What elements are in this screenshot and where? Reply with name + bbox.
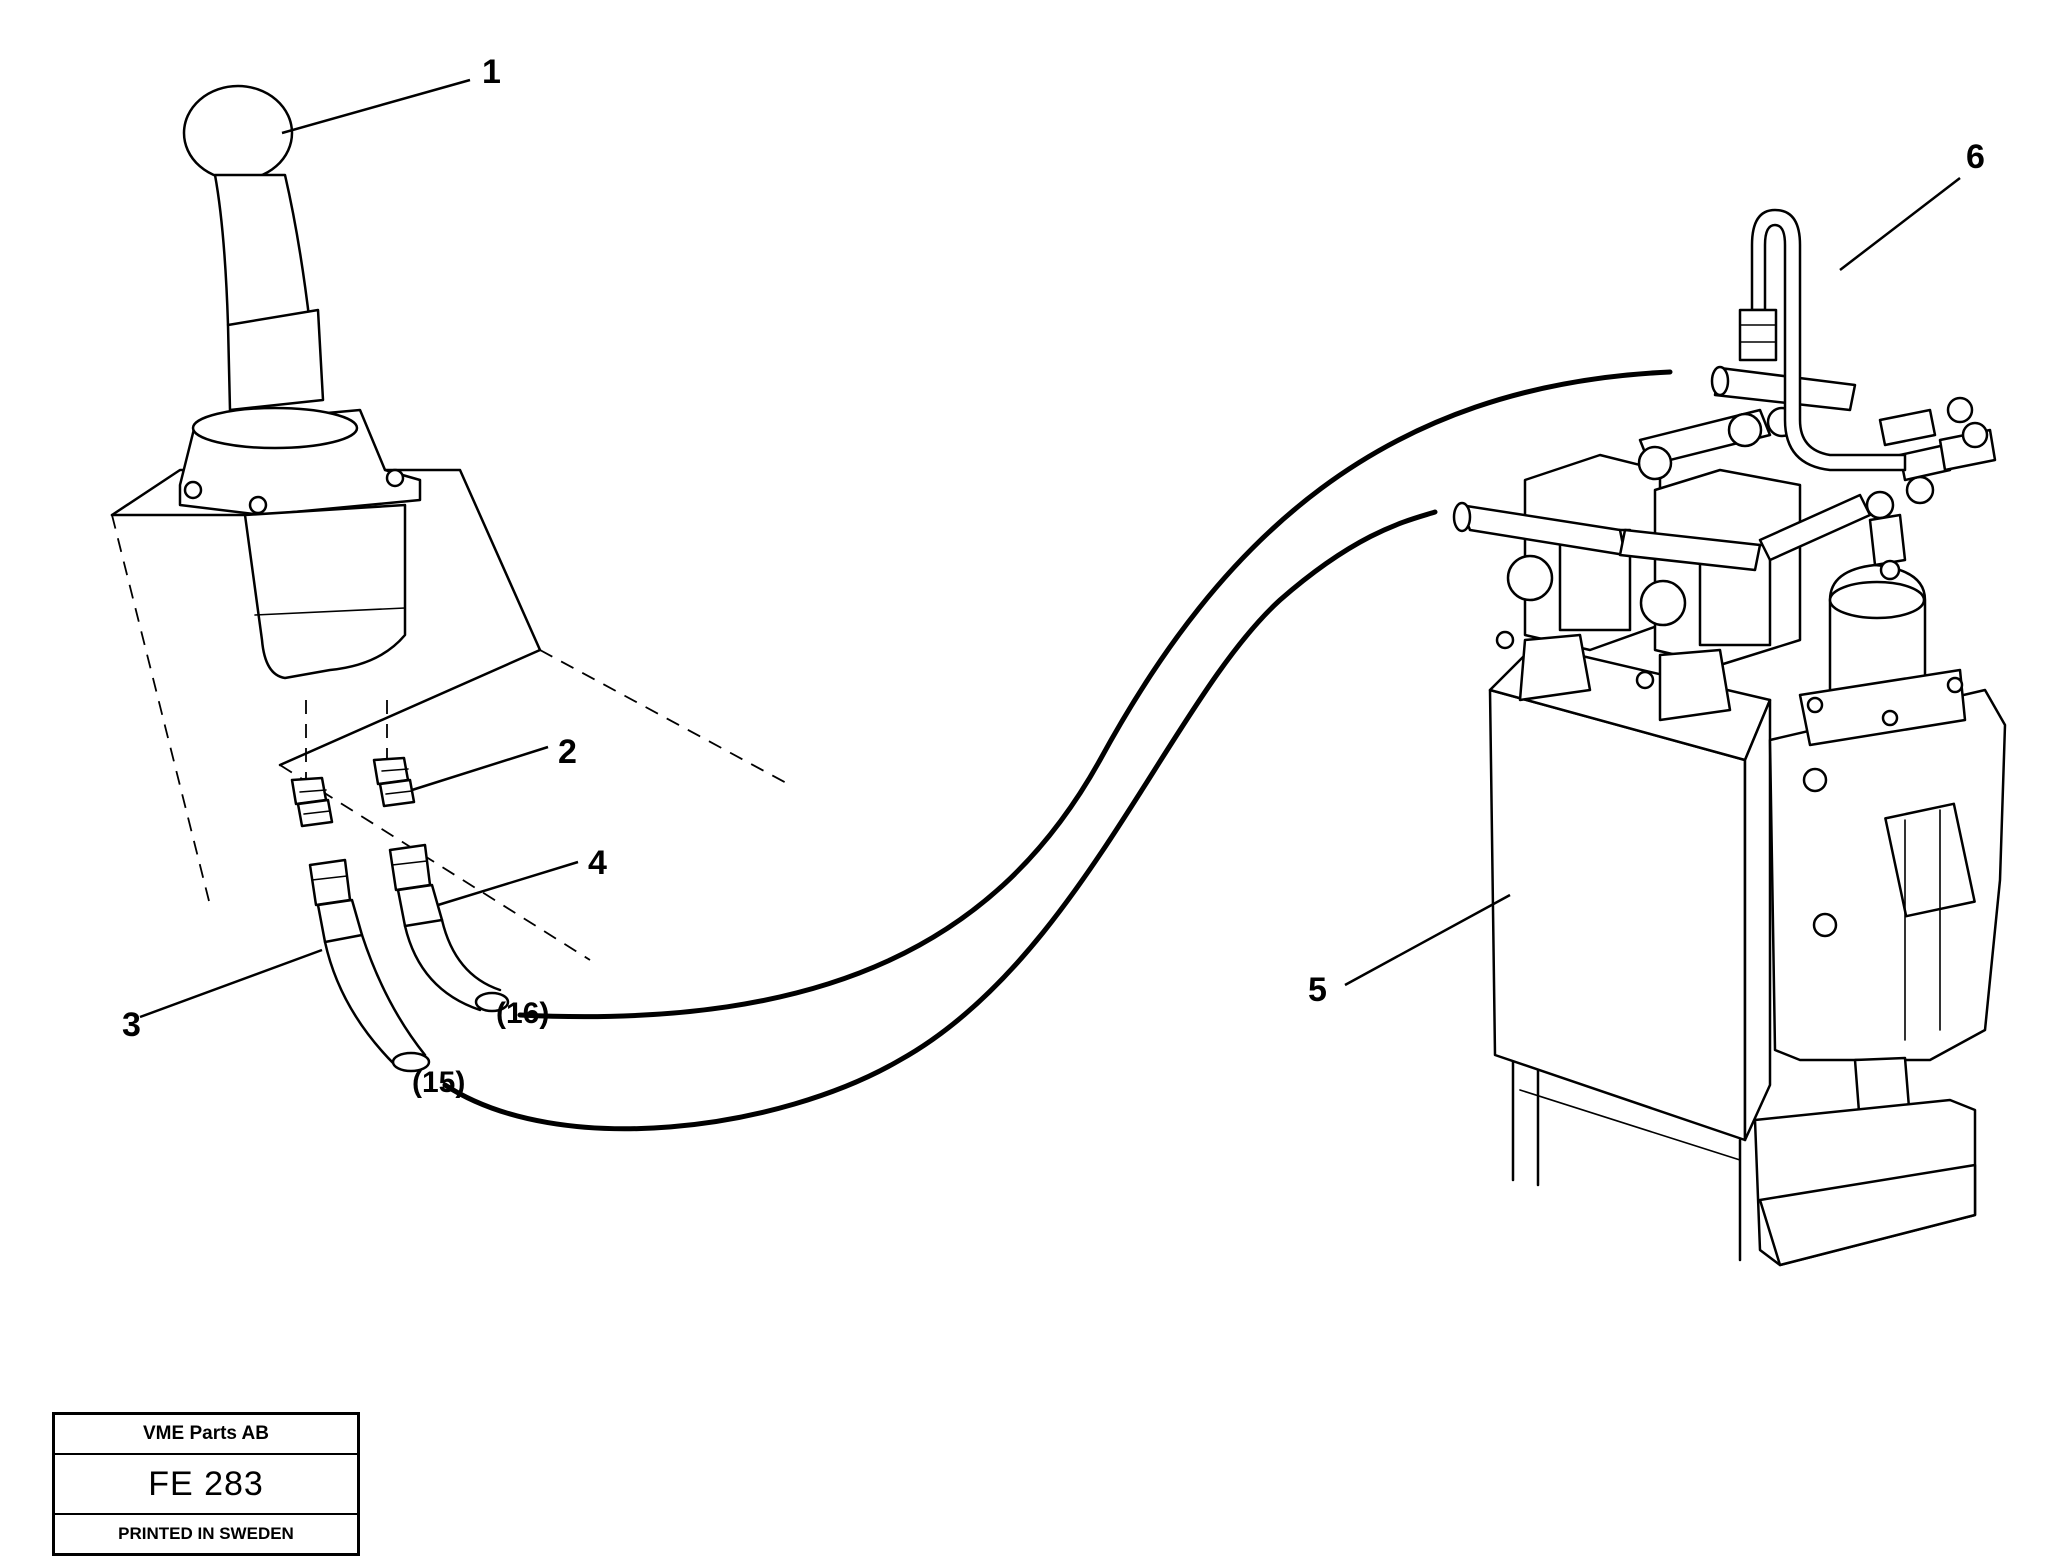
printed-note: PRINTED IN SWEDEN (118, 1524, 294, 1543)
flange-collar (191, 406, 359, 450)
callout-3: 3 (122, 1006, 141, 1044)
main-valve-block (1488, 688, 1747, 1142)
valve-block-assembly (1452, 208, 2007, 1267)
flange-bolt (385, 468, 405, 488)
callout-1: 1 (482, 53, 501, 91)
hose-reference-16: (16) (496, 997, 549, 1030)
title-block: VME Parts AB FE 283 PRINTED IN SWEDEN (52, 1412, 360, 1556)
pilot-valve-body (243, 503, 407, 680)
hose-end-fittings (308, 843, 444, 944)
company-name: VME Parts AB (55, 1415, 357, 1455)
control-lever-assembly (110, 84, 791, 1073)
flange-bolt (248, 495, 268, 515)
drawing-code: FE 283 (55, 1455, 357, 1515)
adapter-fittings (290, 756, 416, 828)
lever-knob (182, 84, 294, 182)
hose-15 (442, 509, 1438, 1132)
callout-leaders (139, 78, 1961, 1019)
loop-pipe-nut (1738, 308, 1778, 362)
callout-4: 4 (588, 844, 607, 882)
hose-reference-15: (15) (412, 1066, 465, 1099)
callout-5: 5 (1308, 971, 1327, 1009)
lever-gaiter (226, 308, 325, 412)
callout-2: 2 (558, 733, 577, 771)
side-valve-body (1768, 688, 2007, 1062)
flange-bolt (183, 480, 203, 500)
hose-16 (517, 369, 1673, 1020)
loop-pipe (1750, 208, 1907, 472)
callout-6: 6 (1966, 138, 1985, 176)
lever-shaft (213, 173, 312, 327)
long-hoses (442, 369, 1673, 1132)
